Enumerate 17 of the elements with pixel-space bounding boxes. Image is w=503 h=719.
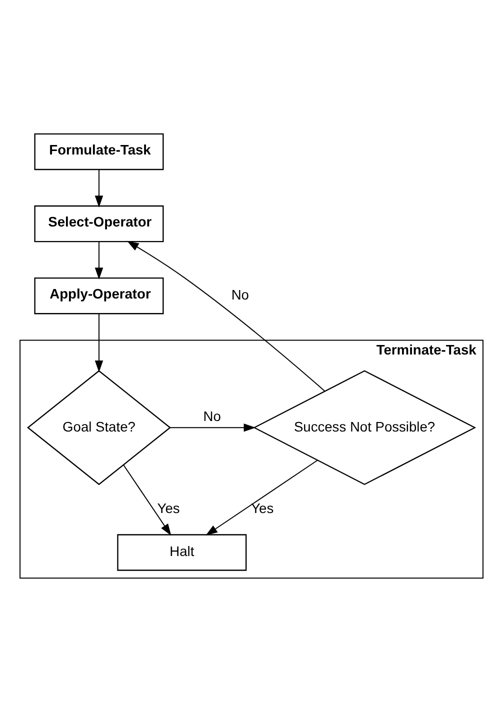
node-box: Select-Operator [34,204,164,242]
edge-label: No [231,286,249,302]
node-box: Halt [117,534,247,570]
node-box: Apply-Operator [34,276,164,314]
edge-label: No [203,407,221,424]
node-diamond: Goal State? [26,370,171,485]
arrow [170,422,256,432]
arrow [123,464,172,536]
edge-label: Yes [157,500,180,516]
arrow [126,240,326,392]
arrow [206,459,318,536]
arrow [94,240,104,280]
node-diamond: Success Not Possible? [252,370,476,485]
edge-label: Yes [251,500,274,516]
node-box: Formulate-Task [34,132,164,170]
arrow [94,312,104,372]
arrow [94,168,104,207]
